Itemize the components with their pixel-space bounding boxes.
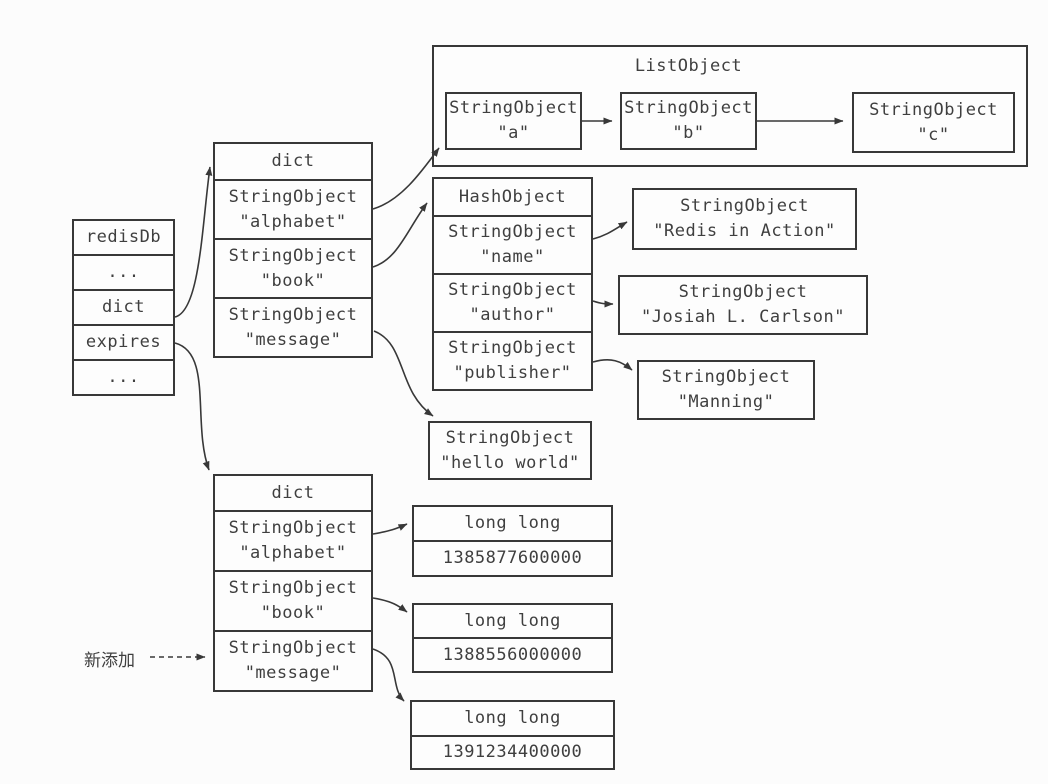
expires-dict-entry-book: StringObject "book" xyxy=(215,570,371,630)
arrow-book-to-hash xyxy=(372,202,428,268)
keyspace-dict-header: dict xyxy=(271,151,315,172)
arrow-alphabet-to-list xyxy=(372,147,440,210)
timestamp-message: long long 1391234400000 xyxy=(410,700,615,770)
timestamp-book-type: long long xyxy=(464,610,561,631)
list-item-c: StringObject "c" xyxy=(852,92,1015,153)
arrow-publisher-to-value xyxy=(592,359,633,371)
hash-object-header: HashObject xyxy=(458,186,567,207)
value-hello-world: StringObject "hello world" xyxy=(428,421,592,480)
redisdb-row-expires: expires xyxy=(74,324,173,359)
list-object-frame: ListObject StringObject "a" StringObject… xyxy=(432,45,1028,167)
expires-dict-entry-alphabet: StringObject "alphabet" xyxy=(215,510,371,570)
value-redis-in-action: StringObject "Redis in Action" xyxy=(632,188,857,250)
value-manning-cell: StringObject "Manning" xyxy=(661,367,791,412)
expires-dict-header: dict xyxy=(271,482,315,503)
list-item-b-cell: StringObject "b" xyxy=(624,98,753,143)
timestamp-book: long long 1388556000000 xyxy=(412,603,613,673)
timestamp-alphabet: long long 1385877600000 xyxy=(412,505,613,577)
value-redis-in-action-cell: StringObject "Redis in Action" xyxy=(653,196,836,241)
keyspace-dict: dict StringObject "alphabet" StringObjec… xyxy=(213,142,373,358)
arrow-dict-to-keyspace xyxy=(174,166,213,318)
arrow-message-to-helloworld xyxy=(373,330,434,417)
hash-entry-publisher: StringObject "publisher" xyxy=(434,331,591,389)
list-item-b: StringObject "b" xyxy=(620,92,757,150)
keyspace-dict-entry-message: StringObject "message" xyxy=(215,297,371,356)
hash-entry-name: StringObject "name" xyxy=(434,215,591,273)
redisdb-struct: redisDb ... dict expires ... xyxy=(72,219,175,396)
value-hello-world-cell: StringObject "hello world" xyxy=(440,427,580,473)
arrow-author-to-value xyxy=(592,300,614,308)
list-item-a: StringObject "a" xyxy=(445,92,582,150)
newly-added-label: 新添加 xyxy=(84,651,135,671)
redisdb-row-ellipsis-top: ... xyxy=(74,254,173,289)
timestamp-alphabet-type: long long xyxy=(464,513,561,534)
keyspace-dict-entry-book: StringObject "book" xyxy=(215,238,371,297)
redisdb-row-title: redisDb xyxy=(85,227,162,248)
keyspace-dict-entry-alphabet: StringObject "alphabet" xyxy=(215,179,371,238)
arrow-book-to-timestamp xyxy=(372,597,408,613)
value-josiah-carlson-cell: StringObject "Josiah L. Carlson" xyxy=(641,282,845,327)
list-item-c-cell: StringObject "c" xyxy=(869,99,998,145)
expires-dict: dict StringObject "alphabet" StringObjec… xyxy=(213,474,373,692)
timestamp-alphabet-value: 1385877600000 xyxy=(414,540,611,575)
arrow-alphabet-to-timestamp xyxy=(372,523,408,535)
value-josiah-carlson: StringObject "Josiah L. Carlson" xyxy=(618,275,868,335)
value-manning: StringObject "Manning" xyxy=(637,360,815,420)
redisdb-row-ellipsis-bottom: ... xyxy=(74,359,173,394)
hash-object: HashObject StringObject "name" StringObj… xyxy=(432,177,593,391)
expires-dict-entry-message: StringObject "message" xyxy=(215,630,371,690)
list-object-title: ListObject xyxy=(634,56,743,76)
redisdb-row-dict: dict xyxy=(74,289,173,324)
timestamp-message-value: 1391234400000 xyxy=(412,735,613,768)
arrow-expires-to-expiresdict xyxy=(174,342,210,471)
timestamp-book-value: 1388556000000 xyxy=(414,637,611,671)
list-item-a-cell: StringObject "a" xyxy=(449,98,578,143)
arrow-name-to-value xyxy=(592,221,628,240)
hash-entry-author: StringObject "author" xyxy=(434,273,591,331)
arrow-message-to-timestamp xyxy=(372,648,405,702)
timestamp-message-type: long long xyxy=(464,708,561,729)
